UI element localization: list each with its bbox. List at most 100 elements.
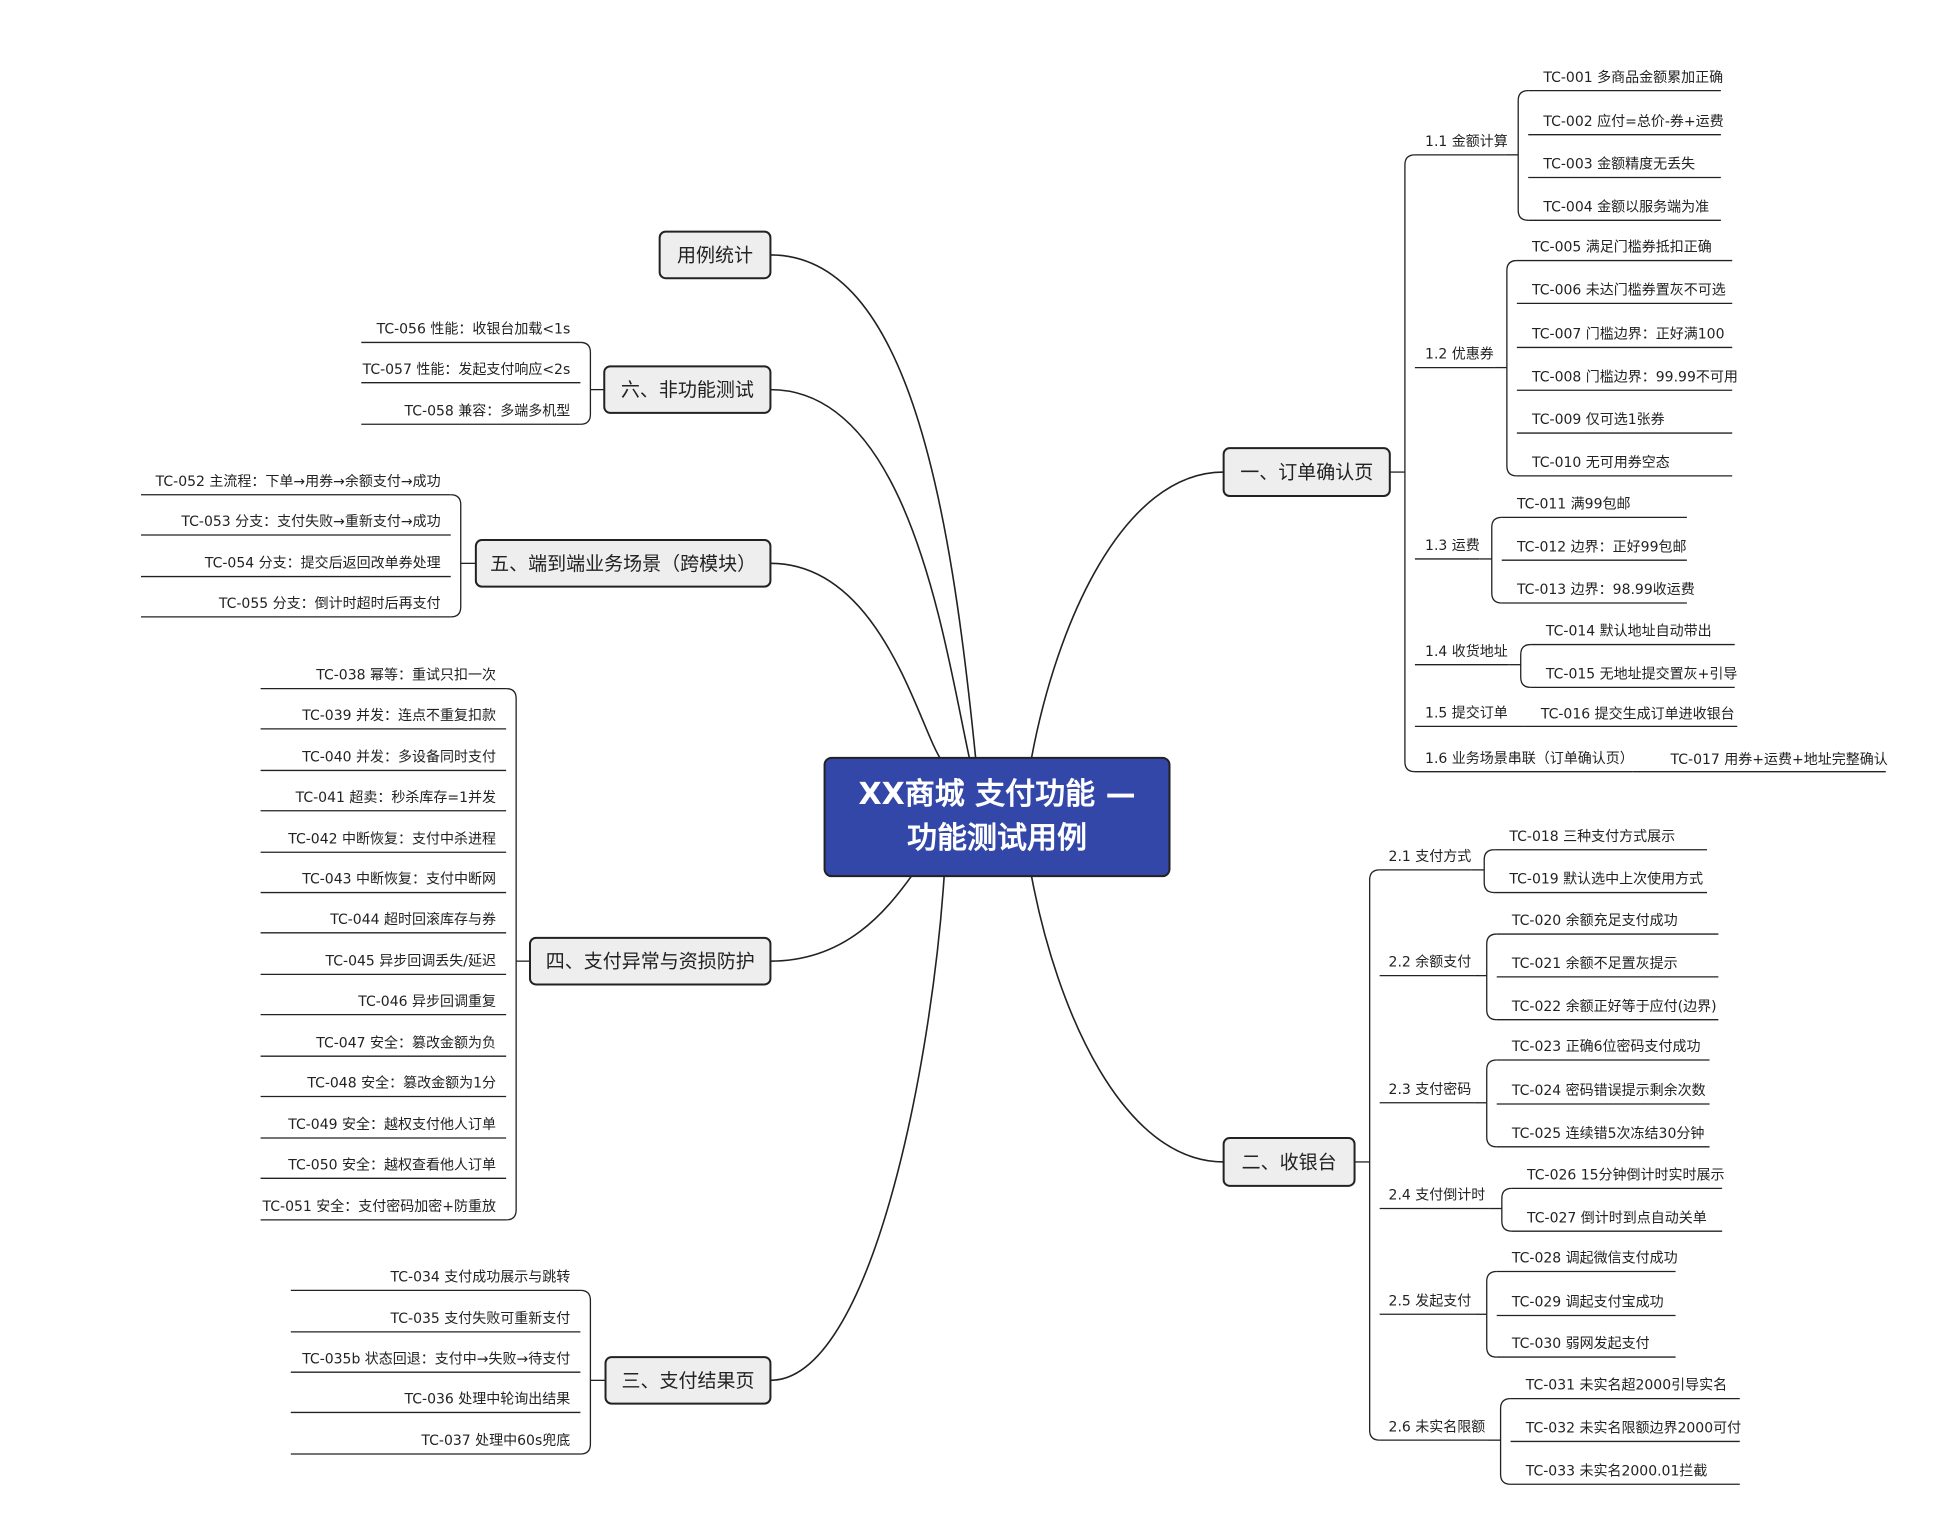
sub-topic[interactable]: 1.6 业务场景串联（订单确认页）TC-017 用券+运费+地址完整确认 xyxy=(1425,751,1888,768)
leaf-bracket xyxy=(1483,849,1495,894)
leaf-bracket xyxy=(1486,1059,1497,1148)
sub-topic-label: 2.5 发起支付 xyxy=(1389,1293,1472,1309)
leaf-case: TC-040 并发：多设备同时支付 xyxy=(301,749,496,766)
leaf-bracket xyxy=(1491,516,1502,604)
sub-topic-label: 2.6 未实名限额 xyxy=(1389,1419,1486,1435)
main-topic-box xyxy=(528,936,772,986)
leaf-case: TC-042 中断恢复：支付中杀进程 xyxy=(287,830,496,847)
leaf-case: TC-050 安全：越权查看他人订单 xyxy=(287,1156,496,1173)
sub-bracket xyxy=(1369,869,1380,1441)
leaf-case: TC-008 门槛边界：99.99不可用 xyxy=(1531,369,1738,385)
leaf-case: TC-053 分支：支付失败→重新支付→成功 xyxy=(180,514,440,530)
sub-topic[interactable]: 2.4 支付倒计时 TC-026 15分钟倒计时实时展示 TC-027 倒计时到点自… xyxy=(1389,1166,1725,1226)
leaf-case: TC-011 满99包邮 xyxy=(1516,497,1631,513)
leaf-case: TC-044 超时回滚库存与券 xyxy=(329,911,496,928)
root-box xyxy=(823,756,1171,878)
sub-topic-label: 2.1 支付方式 xyxy=(1389,849,1472,865)
leaf-case: TC-015 无地址提交置灰+引导 xyxy=(1545,665,1737,682)
leaf-case: TC-043 中断恢复：支付中断网 xyxy=(301,871,496,888)
leaf-case: TC-006 未达门槛券置灰不可选 xyxy=(1531,283,1726,299)
sub-topic-label: 1.4 收货地址 xyxy=(1425,643,1508,660)
leaf-bracket xyxy=(450,494,462,618)
leaf-case: TC-051 安全：支付密码加密+防重放 xyxy=(262,1198,496,1215)
main-topic-box xyxy=(474,539,772,588)
leaf-case: TC-001 多商品金额累加正确 xyxy=(1542,69,1723,86)
leaf-case: TC-046 异步回调重复 xyxy=(357,993,496,1010)
leaf-case: TC-025 连续错5次冻结30分钟 xyxy=(1511,1125,1704,1142)
leaf-case: TC-045 异步回调丢失/延迟 xyxy=(325,953,496,969)
leaf-case: TC-056 性能：收银台加载<1s xyxy=(376,322,571,338)
branch-connector xyxy=(770,388,971,759)
main-topic-box xyxy=(603,365,772,414)
root-title-line-2: 功能测试用例 xyxy=(907,821,1087,856)
sub-bracket xyxy=(1404,154,1415,773)
leaf-case: TC-007 门槛边界：正好满100 xyxy=(1531,327,1724,343)
leaf-case: TC-026 15分钟倒计时实时展示 xyxy=(1526,1166,1725,1183)
stats-topic[interactable]: 用例统计 xyxy=(658,230,772,280)
main-topic-box xyxy=(604,1356,772,1405)
leaf-bracket xyxy=(580,1289,592,1455)
leaf-case: TC-034 支付成功展示与跳转 xyxy=(390,1269,571,1285)
root-title-line-1: XX商城 支付功能 — xyxy=(858,777,1135,812)
leaf-case: TC-058 兼容：多端多机型 xyxy=(404,402,571,419)
leaf-case: TC-021 余额不足置灰提示 xyxy=(1511,955,1678,972)
branch-connector xyxy=(770,875,913,962)
leaf-case: TC-016 提交生成订单进收银台 xyxy=(1540,706,1735,723)
leaf-case: TC-014 默认地址自动带出 xyxy=(1545,624,1712,640)
connector-lines xyxy=(140,89,1886,1485)
main-topic-label: 五、端到端业务场景（跨模块） xyxy=(490,553,756,575)
main-topic-left-2[interactable]: 五、端到端业务场景（跨模块） TC-052 主流程：下单→用券→余额支付→成功 TC… xyxy=(155,473,772,612)
leaf-case: TC-038 幂等：重试只扣一次 xyxy=(315,667,496,684)
leaf-case: TC-039 并发：连点不重复扣款 xyxy=(301,707,496,724)
leaf-bracket xyxy=(580,341,592,425)
leaf-case: TC-052 主流程：下单→用券→余额支付→成功 xyxy=(155,473,441,490)
leaf-case: TC-049 安全：越权支付他人订单 xyxy=(287,1116,496,1133)
leaf-bracket xyxy=(1520,643,1531,688)
sub-topic-label: 2.4 支付倒计时 xyxy=(1389,1188,1486,1204)
leaf-case: TC-035 支付失败可重新支付 xyxy=(390,1311,571,1327)
leaf-case: TC-029 调起支付宝成功 xyxy=(1511,1295,1664,1311)
leaf-case: TC-003 金额精度无丢失 xyxy=(1542,157,1695,173)
leaf-bracket xyxy=(1486,1270,1497,1358)
sub-topic[interactable]: 1.4 收货地址 TC-014 默认地址自动带出 TC-015 无地址提交置灰+引导 xyxy=(1425,624,1737,683)
leaf-bracket xyxy=(1506,259,1517,477)
leaf-bracket xyxy=(1486,933,1497,1021)
sub-topic-label: 1.5 提交订单 xyxy=(1425,704,1508,721)
leaf-case: TC-041 超卖：秒杀库存=1并发 xyxy=(295,790,496,806)
main-topic-label: 一、订单确认页 xyxy=(1240,462,1373,484)
branch-connector xyxy=(770,562,958,768)
leaf-bracket xyxy=(1517,89,1529,221)
main-topic-2[interactable]: 二、收银台 xyxy=(1222,1137,1356,1187)
leaf-case: TC-028 调起微信支付成功 xyxy=(1511,1251,1678,1267)
leaf-case: TC-023 正确6位密码支付成功 xyxy=(1511,1038,1701,1055)
leaf-case: TC-002 应付=总价-券+运费 xyxy=(1542,113,1723,130)
leaf-case: TC-055 分支：倒计时超时后再支付 xyxy=(218,596,441,612)
sub-topic-label: 1.3 运费 xyxy=(1425,538,1480,554)
sub-topic[interactable]: 1.5 提交订单 TC-016 提交生成订单进收银台 xyxy=(1425,704,1735,722)
leaf-case: TC-024 密码错误提示剩余次数 xyxy=(1511,1082,1706,1099)
leaf-case: TC-048 安全：篡改金额为1分 xyxy=(306,1075,496,1092)
leaf-case: TC-004 金额以服务端为准 xyxy=(1542,199,1709,215)
main-topic-1[interactable]: 一、订单确认页 xyxy=(1222,447,1391,497)
leaf-case: TC-018 三种支付方式展示 xyxy=(1508,829,1675,845)
leaf-case: TC-036 处理中轮询出结果 xyxy=(404,1392,571,1408)
leaf-case: TC-010 无可用券空态 xyxy=(1531,455,1670,471)
main-topic-box xyxy=(658,230,772,280)
root-topic[interactable]: XX商城 支付功能 — 功能测试用例 xyxy=(823,756,1171,878)
leaf-case: TC-027 倒计时到点自动关单 xyxy=(1526,1210,1707,1226)
leaf-case: TC-031 未实名超2000引导实名 xyxy=(1525,1378,1727,1394)
leaf-bracket xyxy=(1499,1397,1511,1485)
main-topic-label: 用例统计 xyxy=(677,244,753,266)
